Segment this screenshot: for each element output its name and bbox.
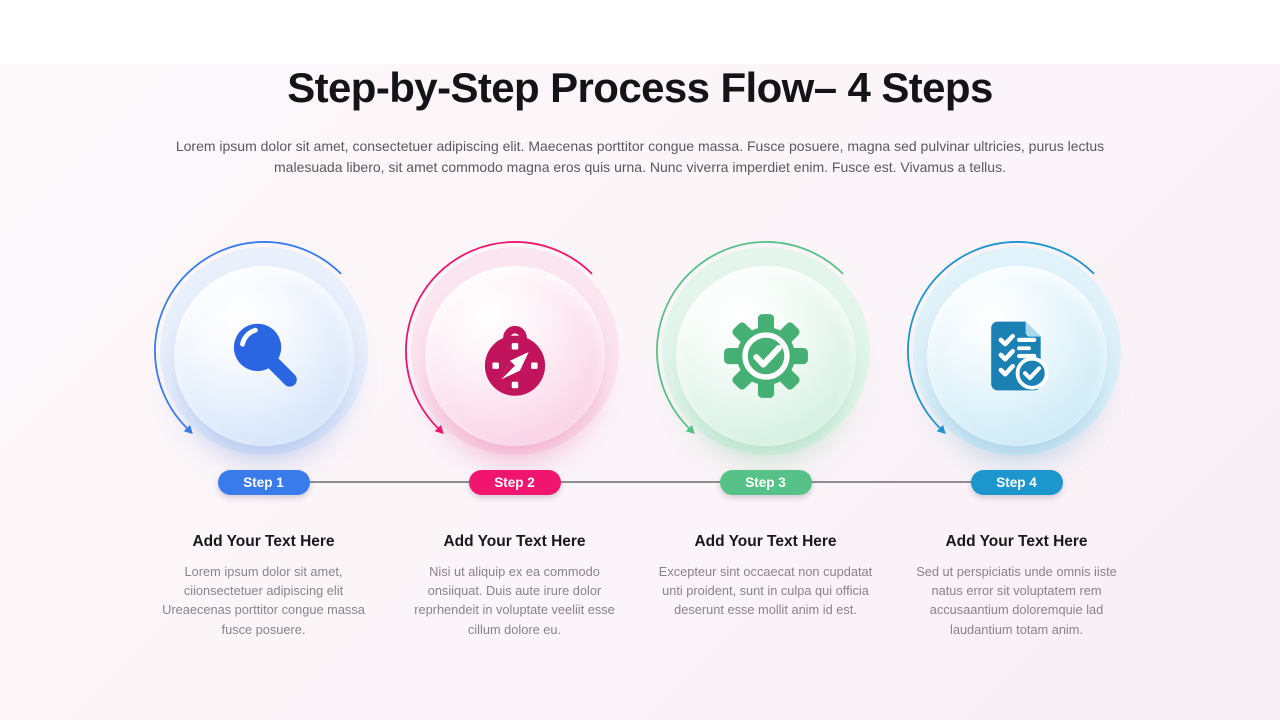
slide-subtitle: Lorem ipsum dolor sit amet, consectetuer…: [175, 138, 1105, 175]
step-1-badge: Step 1: [217, 470, 310, 495]
step-4-body: Sed ut perspiciatis unde omnis iiste nat…: [916, 564, 1117, 637]
step-4-heading: Add Your Text Here: [945, 533, 1088, 550]
gear-check-icon: [723, 314, 808, 398]
step-1-sphere: [173, 266, 354, 446]
step-2-sphere: [424, 266, 605, 446]
step-4-sphere: [926, 266, 1107, 446]
page-title: Step-by-Step Process Flow– 4 Steps: [287, 64, 993, 111]
search-icon: [233, 323, 297, 387]
step-3-orb: [648, 232, 884, 468]
step-2-orb: [397, 232, 633, 468]
step-2-badge: Step 2: [468, 470, 561, 495]
compass-icon: [484, 325, 545, 396]
step-3-body: Excepteur sint occaecat non cupdatat unt…: [658, 564, 873, 618]
step-4-badge: Step 4: [970, 470, 1063, 495]
step-3-sphere: [675, 266, 856, 446]
step-column-2: Step 2 Add Your Text Here Nisi ut aliqui…: [397, 232, 633, 639]
step-column-4: Step 4 Add Your Text Here Sed ut perspic…: [899, 232, 1135, 639]
slide: Step-by-Step Process Flow– 4 Steps Lorem…: [0, 64, 1280, 720]
step-3-badge: Step 3: [719, 470, 812, 495]
step-2-heading: Add Your Text Here: [443, 533, 586, 550]
step-2-body: Nisi ut aliquip ex ea commodo onsiiquat.…: [414, 564, 615, 637]
step-column-1: Step 1 Add Your Text Here Lorem ipsum do…: [146, 232, 382, 639]
checklist-check-icon: [990, 321, 1048, 391]
step-4-orb: [899, 232, 1135, 468]
process-flow: Step 1 Add Your Text Here Lorem ipsum do…: [146, 232, 1135, 639]
step-1-heading: Add Your Text Here: [192, 533, 335, 550]
step-1-body: Lorem ipsum dolor sit amet, ciionsectetu…: [162, 564, 365, 637]
step-connector-line: [263, 481, 1017, 483]
step-1-orb: [146, 232, 382, 468]
step-column-3: Step 3 Add Your Text Here Excepteur sint…: [648, 232, 884, 639]
step-3-heading: Add Your Text Here: [694, 533, 837, 550]
